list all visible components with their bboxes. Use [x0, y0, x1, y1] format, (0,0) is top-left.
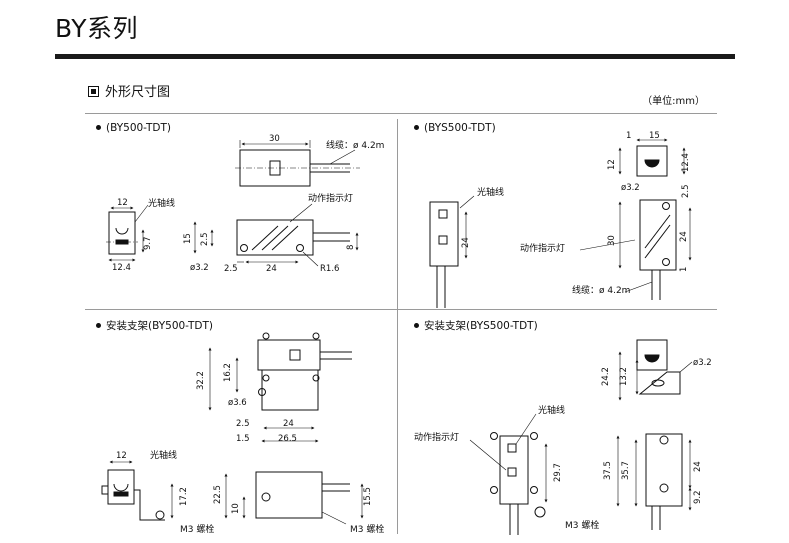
dim-15: 15 — [649, 131, 660, 141]
dim-30: 30 — [269, 134, 280, 144]
dim-1: 1 — [626, 131, 631, 141]
section-heading: 外形尺寸图 — [88, 85, 170, 101]
divider-top — [85, 113, 717, 114]
by500-top-view — [235, 140, 360, 187]
bys500-front-view — [429, 195, 475, 308]
dim-30: 30 — [607, 235, 617, 246]
page-title: BY系列 — [55, 14, 139, 43]
panel-heading-by500: (BY500-TDT) — [96, 122, 171, 134]
cable-label: 线缆：ø 4.2m — [326, 139, 384, 151]
dim-24: 24 — [283, 419, 294, 429]
panel4-labels: 24.2 13.2 ø3.2 光轴线 动作指示灯 29.7 37.5 35.7 … — [414, 358, 712, 531]
bracket-by500-end — [101, 460, 174, 521]
bracket-by500-side — [224, 471, 364, 525]
bys500-top-view — [618, 138, 686, 177]
by500-end-view — [106, 204, 149, 262]
dim-37-5: 37.5 — [603, 461, 613, 480]
indicator-label: 动作指示灯 — [308, 192, 353, 204]
dim-2-5-b: 2.5 — [224, 264, 238, 274]
square-bullet-icon — [88, 86, 99, 97]
hole-dia: ø3.2 — [621, 183, 640, 193]
dim-10: 10 — [231, 503, 241, 514]
bullet-icon — [96, 125, 101, 130]
dim-16-2: 16.2 — [223, 363, 233, 382]
cable-label: 线缆：ø 4.2m — [572, 284, 630, 296]
dim-1-5: 1.5 — [236, 434, 250, 444]
panel-heading-bracket-by500: 安装支架(BY500-TDT) — [96, 320, 213, 332]
divider-middle — [85, 309, 717, 310]
optical-axis-label: 光轴线 — [148, 197, 175, 209]
dim-22-5: 22.5 — [213, 485, 223, 504]
radius: R1.6 — [320, 264, 339, 274]
bracket-by500-front — [208, 332, 352, 443]
bracket-bys500-top — [618, 339, 693, 401]
dim-13-2: 13.2 — [619, 367, 629, 386]
bolt-label: M3 螺栓 — [565, 519, 599, 531]
by500-side-view — [193, 203, 359, 267]
title-rule — [55, 54, 735, 59]
optical-axis-label: 光轴线 — [538, 404, 565, 416]
dim-26-5: 26.5 — [278, 434, 297, 444]
dim-17-2: 17.2 — [179, 487, 189, 506]
indicator-label: 动作指示灯 — [414, 431, 459, 443]
unit-note: （单位:mm） — [642, 96, 705, 107]
bullet-icon — [414, 323, 419, 328]
bys500-side-view — [579, 199, 692, 300]
bullet-icon — [414, 125, 419, 130]
dim-8: 8 — [346, 245, 356, 250]
panel2-labels: 1 15 12 12.4 ø3.2 2.5 光轴线 24 30 24 1 动作指… — [461, 131, 691, 296]
dim-35-7: 35.7 — [621, 461, 631, 480]
dim-12: 12 — [117, 198, 128, 208]
dim-2-5: 2.5 — [236, 419, 250, 429]
dim-12: 12 — [607, 159, 617, 170]
dim-1-b: 1 — [679, 267, 689, 272]
dim-2-5: 2.5 — [200, 232, 210, 246]
dim-24-b: 24 — [679, 231, 689, 242]
hole-dia: ø3.2 — [693, 358, 712, 368]
dim-2-5: 2.5 — [681, 184, 691, 198]
indicator-label: 动作指示灯 — [520, 242, 565, 254]
hole-dia: ø3.2 — [190, 263, 209, 273]
dim-24: 24 — [693, 461, 703, 472]
panel1-labels: 30 线缆：ø 4.2m 12 光轴线 9.7 12.4 动作指示灯 15 2.… — [112, 134, 384, 274]
bolt-label-left: M3 螺栓 — [180, 523, 214, 535]
optical-axis-label: 光轴线 — [477, 186, 504, 198]
bullet-icon — [96, 323, 101, 328]
dim-24-a: 24 — [461, 237, 471, 248]
hole-dia: ø3.6 — [228, 398, 247, 408]
bolt-label-right: M3 螺栓 — [350, 523, 384, 535]
optical-axis-label: 光轴线 — [150, 449, 177, 461]
dim-12: 12 — [116, 451, 127, 461]
dim-32-2: 32.2 — [196, 371, 206, 390]
dim-9-2: 9.2 — [693, 490, 703, 504]
dim-29-7: 29.7 — [553, 463, 563, 482]
dim-9-7: 9.7 — [143, 236, 153, 250]
panel3-labels: 32.2 16.2 ø3.6 2.5 24 1.5 26.5 12 光轴线 17… — [116, 363, 384, 535]
dim-24: 24 — [266, 264, 277, 274]
dim-15-5: 15.5 — [363, 487, 373, 506]
dim-12-4: 12.4 — [112, 263, 131, 273]
panel-heading-bys500: (BYS500-TDT) — [414, 122, 496, 134]
dim-12-4: 12.4 — [681, 153, 691, 172]
dim-24-2: 24.2 — [601, 367, 611, 386]
bracket-bys500-side — [616, 433, 692, 530]
panel-heading-bracket-bys500: 安装支架(BYS500-TDT) — [414, 320, 538, 332]
divider-vertical — [397, 119, 398, 534]
section-title: 外形尺寸图 — [105, 85, 171, 100]
bracket-bys500-front — [469, 413, 548, 535]
dim-15: 15 — [183, 233, 193, 244]
